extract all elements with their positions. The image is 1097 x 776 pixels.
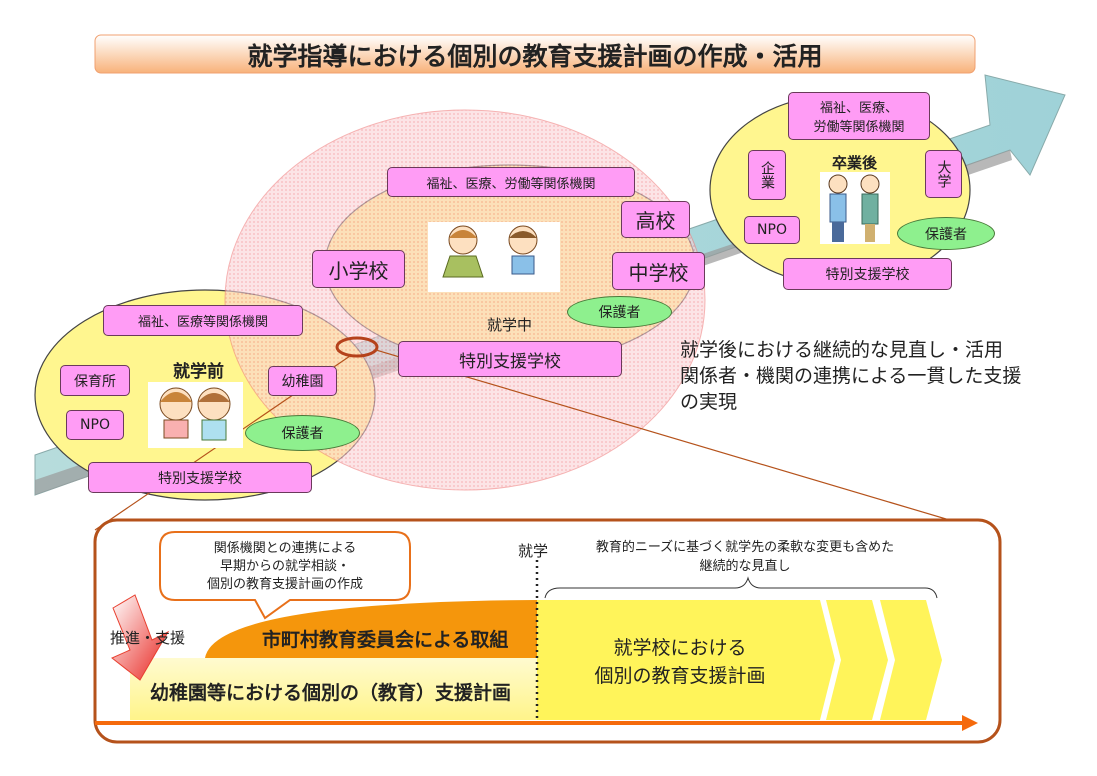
inschool-welfare-box: 福祉、医療、労働等関係機関	[387, 167, 635, 197]
speech-bubble	[159, 531, 411, 620]
bubble-text: 関係機関との連携による 早期からの就学相談・ 個別の教育支援計画の作成	[160, 540, 410, 594]
summary-line: 関係者・機関の連携による一貫した支援	[680, 365, 1022, 387]
zoom-marker	[335, 336, 379, 358]
graduate-welfare-box: 福祉、医療、 労働等関係機関	[788, 92, 930, 140]
summary-line: の実現	[680, 391, 738, 413]
graduate-npo-box: NPO	[744, 216, 800, 244]
preschool-guardian-ellipse: 保護者	[245, 415, 360, 451]
review-brace	[544, 576, 938, 599]
children-illustration	[148, 382, 243, 448]
graduate-welfare-line1: 福祉、医療、	[819, 101, 898, 116]
school-plan-line: 個別の教育支援計画	[594, 665, 766, 687]
company-box: 企業	[748, 150, 786, 200]
kindergarten-plan-label: 幼稚園等における個別の（教育）支援計画	[150, 682, 512, 704]
enrollment-label: 就学	[518, 542, 549, 560]
adults-illustration	[820, 172, 890, 244]
review-text: 教育的ニーズに基づく就学先の柔軟な変更も含めた 継続的な見直し	[545, 538, 945, 576]
junior-high-box: 中学校	[612, 252, 705, 290]
graduate-special-school-box: 特別支援学校	[783, 258, 952, 290]
review-line: 継続的な見直し	[699, 559, 791, 574]
preschool-welfare-box: 福祉、医療等関係機関	[103, 305, 303, 336]
inschool-special-school-box: 特別支援学校	[398, 341, 622, 377]
bubble-line: 早期からの就学相談・	[219, 559, 350, 574]
elementary-box: 小学校	[312, 250, 405, 288]
inschool-stage-label: 就学中	[487, 316, 533, 334]
graduate-stage-label: 卒業後	[832, 154, 878, 172]
municipal-label: 市町村教育委員会による取組	[262, 629, 509, 651]
page-title: 就学指導における個別の教育支援計画の作成・活用	[247, 42, 823, 71]
timeline-arrowhead	[962, 715, 978, 731]
school-plan-label: 就学校における 個別の教育支援計画	[560, 634, 800, 690]
preschool-npo-box: NPO	[66, 410, 124, 440]
high-school-box: 高校	[621, 201, 690, 238]
university-box: 大学	[925, 150, 962, 198]
kindergarten-box: 幼稚園	[268, 366, 337, 396]
municipal-band	[205, 600, 537, 658]
summary-text: 就学後における継続的な見直し・活用 関係者・機関の連携による一貫した支援 の実現	[680, 337, 1021, 415]
title-banner	[94, 34, 976, 74]
graduate-welfare-line2: 労働等関係機関	[813, 120, 905, 135]
promotion-label: 推進・支援	[110, 629, 186, 647]
graduate-guardian-ellipse: 保護者	[897, 217, 995, 250]
nursery-box: 保育所	[60, 365, 130, 396]
focus-circle	[224, 109, 706, 491]
school-plan-chevron	[537, 600, 835, 720]
bubble-line: 個別の教育支援計画の作成	[206, 577, 363, 592]
preschool-special-school-box: 特別支援学校	[88, 462, 312, 493]
promotion-arrow-icon	[111, 594, 170, 681]
bubble-line: 関係機関との連携による	[213, 541, 357, 556]
preschool-stage-label: 就学前	[173, 362, 224, 382]
inschool-guardian-ellipse: 保護者	[567, 296, 672, 328]
review-line: 教育的ニーズに基づく就学先の柔軟な変更も含めた	[595, 540, 895, 555]
school-plan-line: 就学校における	[613, 637, 747, 659]
summary-line: 就学後における継続的な見直し・活用	[680, 339, 1004, 361]
students-illustration	[428, 222, 560, 292]
